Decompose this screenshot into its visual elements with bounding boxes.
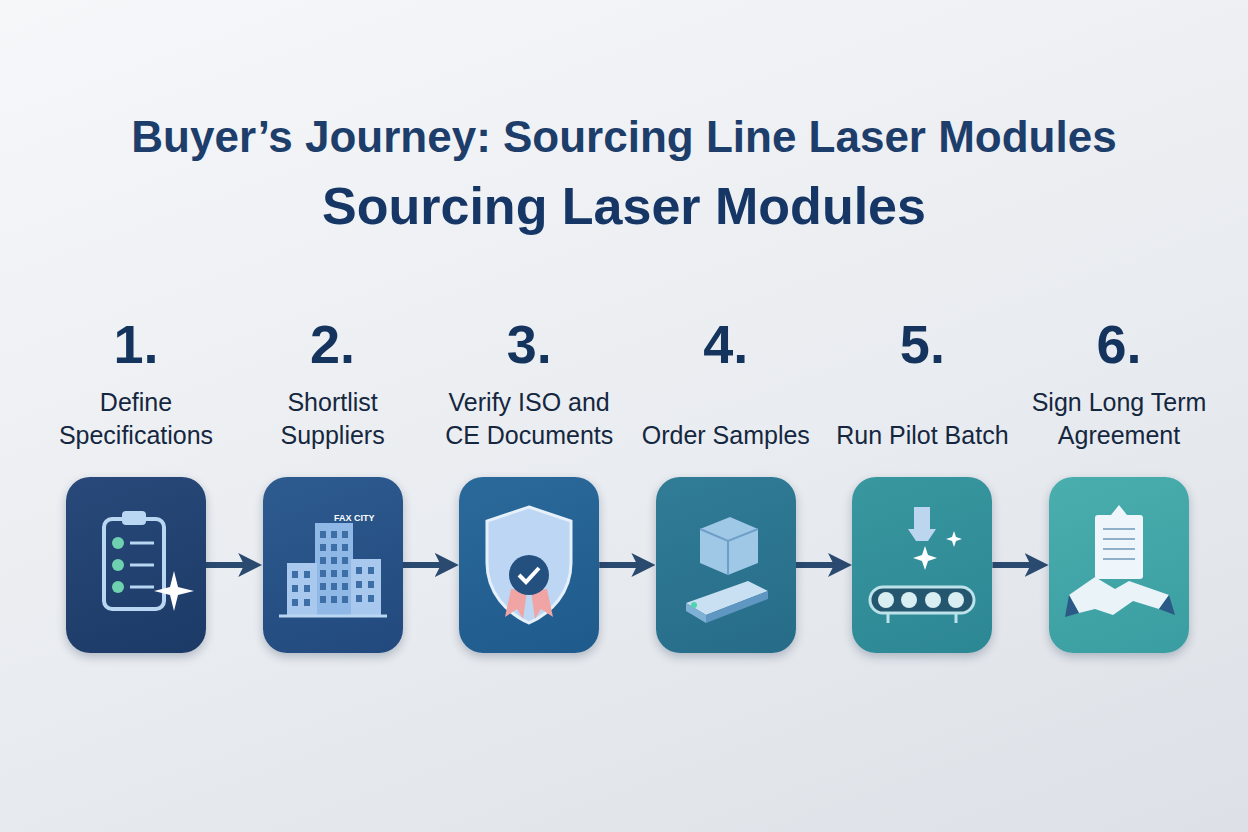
step-icon xyxy=(656,477,796,653)
step-tile: 1.Define Specifications xyxy=(66,477,206,653)
step-icon xyxy=(1049,477,1189,653)
step-name: Run Pilot Batch xyxy=(822,419,1022,452)
icon-sign: FAX CITY xyxy=(334,513,375,523)
flow-arrow xyxy=(599,562,646,568)
step-number: 6. xyxy=(1019,317,1219,371)
diagram-title: Buyer’s Journey: Sourcing Line Laser Mod… xyxy=(0,112,1248,162)
step-icon xyxy=(66,477,206,653)
step-name: Order Samples xyxy=(626,419,826,452)
step-tile: 6.Sign Long Term Agreement xyxy=(1049,477,1189,653)
step-icon xyxy=(852,477,992,653)
step-icon xyxy=(459,477,599,653)
step-number: 4. xyxy=(626,317,826,371)
step-number: 2. xyxy=(233,317,433,371)
step-icon xyxy=(263,477,403,653)
step-tile: 2.Shortlist Suppliers xyxy=(263,477,403,653)
step-number: 5. xyxy=(822,317,1022,371)
step-tile: 5.Run Pilot Batch xyxy=(852,477,992,653)
flow-arrow xyxy=(403,562,450,568)
step-number: 3. xyxy=(429,317,629,371)
flow-arrow xyxy=(206,562,253,568)
step-tile: 4.Order Samples xyxy=(656,477,796,653)
step-name: Sign Long Term Agreement xyxy=(1019,386,1219,451)
flow-arrow xyxy=(796,562,843,568)
step-name: Shortlist Suppliers xyxy=(233,386,433,451)
step-number: 1. xyxy=(36,317,236,371)
step-tile: 3.Verify ISO and CE Documents xyxy=(459,477,599,653)
flow-arrow xyxy=(992,562,1039,568)
subtitle: Sourcing Laser Modules xyxy=(0,176,1248,236)
step-name: Verify ISO and CE Documents xyxy=(429,386,629,451)
step-name: Define Specifications xyxy=(36,386,236,451)
